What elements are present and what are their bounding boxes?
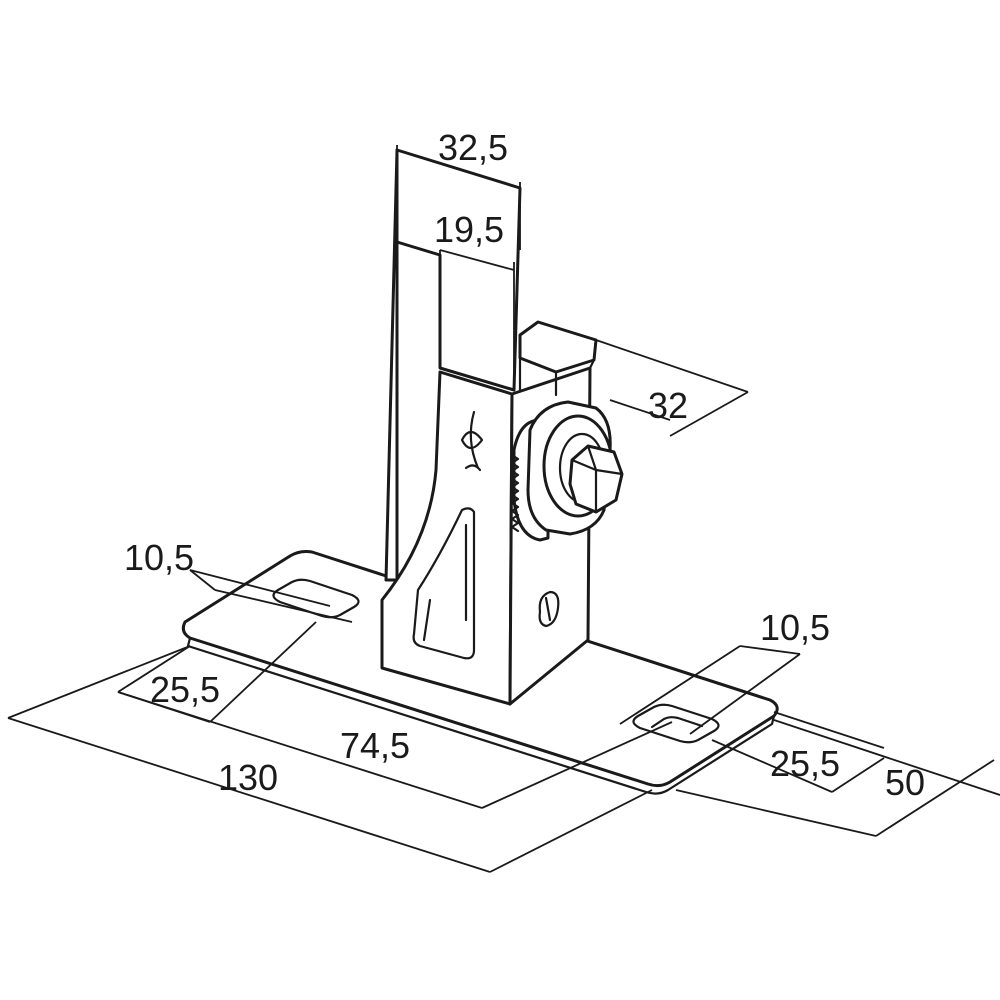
dim-base-width: 50 xyxy=(885,762,925,803)
dimension-lines xyxy=(7,145,1000,873)
dim-inner-width: 19,5 xyxy=(434,209,504,250)
dim-line-base-length xyxy=(7,717,491,873)
side-hole xyxy=(538,590,560,628)
dim-slot-right-width: 10,5 xyxy=(760,607,830,648)
upright-left-edge xyxy=(384,148,399,582)
bolt-assembly xyxy=(510,400,624,542)
channel-inner xyxy=(518,356,596,397)
front-long-slot-inner xyxy=(422,523,468,642)
base-plate-edge xyxy=(186,636,776,795)
right-slot-inner xyxy=(650,716,704,729)
dim-line-base-width xyxy=(875,759,995,837)
dim-line-channel-depth xyxy=(669,391,749,437)
washer-teeth xyxy=(510,453,520,533)
dim-top-width: 32,5 xyxy=(438,127,508,168)
dim-base-length: 130 xyxy=(218,757,278,798)
dim-slot-left-width: 10,5 xyxy=(124,537,194,578)
dim-line-slot-left-offset xyxy=(117,621,317,723)
dim-line-hole-spacing xyxy=(117,691,483,809)
dimension-labels: 32,5 19,5 32 10,5 25,5 74,5 130 10,5 25,… xyxy=(124,127,925,803)
fish-logo-icon xyxy=(460,410,484,472)
upright-back-plate xyxy=(395,148,522,392)
dim-slot-left-offset: 25,5 xyxy=(150,669,220,710)
channel-top xyxy=(518,320,598,374)
front-long-slot xyxy=(412,507,476,660)
dim-line-inner-width xyxy=(439,249,515,271)
dim-channel-depth: 32 xyxy=(648,385,688,426)
dim-line-slot-right-offset xyxy=(831,757,885,793)
dim-slot-right-offset: 25,5 xyxy=(770,743,840,784)
hex-bolt-facets xyxy=(570,444,624,514)
dim-line-slot-right-width xyxy=(619,645,801,735)
dim-hole-spacing: 74,5 xyxy=(340,725,410,766)
dim-line-top-width xyxy=(396,149,521,189)
